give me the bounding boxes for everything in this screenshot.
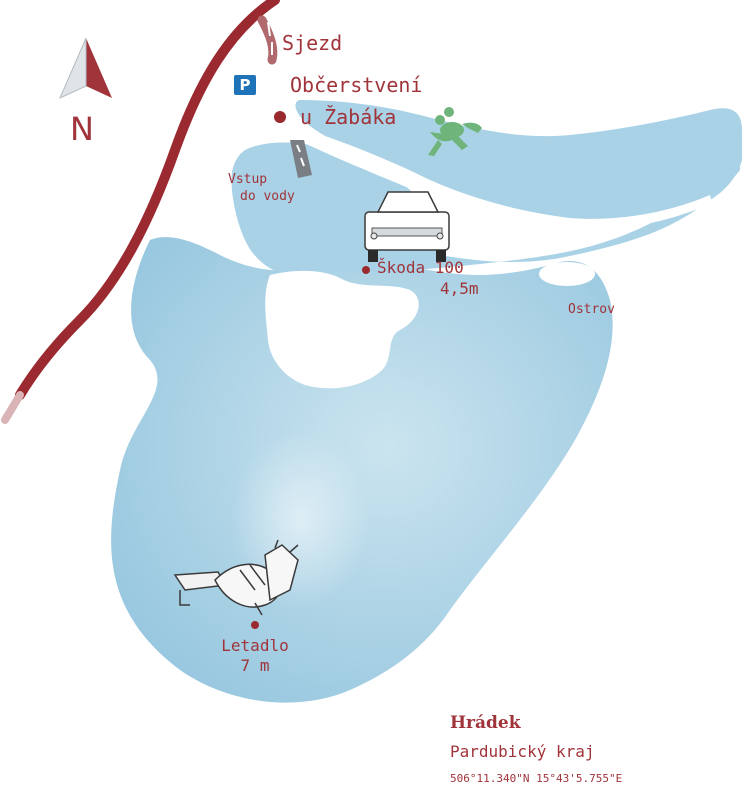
frog-icon xyxy=(428,107,482,156)
airplane-wreck-icon xyxy=(173,539,299,616)
obcerstveni-label-line2: u Žabáka xyxy=(300,105,397,129)
peninsula xyxy=(265,270,419,389)
skoda-marker xyxy=(362,266,370,274)
compass-icon xyxy=(59,37,112,100)
vstup-label-line1: Vstup xyxy=(228,172,268,187)
lake-upper-bay xyxy=(236,140,741,273)
sjezd-road xyxy=(257,15,278,65)
letadlo-marker xyxy=(251,621,259,629)
compass-label: N xyxy=(70,110,94,148)
skoda-label-line2: 4,5m xyxy=(440,279,479,298)
road-icon xyxy=(15,0,280,400)
vstup-label-line2: do vody xyxy=(240,189,295,204)
obcerstveni-marker xyxy=(274,111,286,123)
map-coordinates: 506°11.340"N 15°43'5.755"E xyxy=(450,772,623,785)
skoda-label-line1: Škoda 100 xyxy=(377,258,464,277)
map-title: Hrádek xyxy=(450,713,521,733)
letadlo-label-line2: 7 m xyxy=(240,656,270,675)
ostrov-label: Ostrov xyxy=(568,302,615,317)
map-region: Pardubický kraj xyxy=(450,742,595,761)
ostrov-island xyxy=(539,262,595,286)
parking-icon: P xyxy=(234,75,256,95)
land-strip xyxy=(300,128,712,231)
lake-ne-arm xyxy=(295,100,742,229)
obcerstveni-label-line1: Občerstvení xyxy=(290,73,423,97)
sjezd-label: Sjezd xyxy=(282,31,343,55)
car-icon xyxy=(364,191,450,262)
letadlo-label-line1: Letadlo xyxy=(221,636,289,655)
